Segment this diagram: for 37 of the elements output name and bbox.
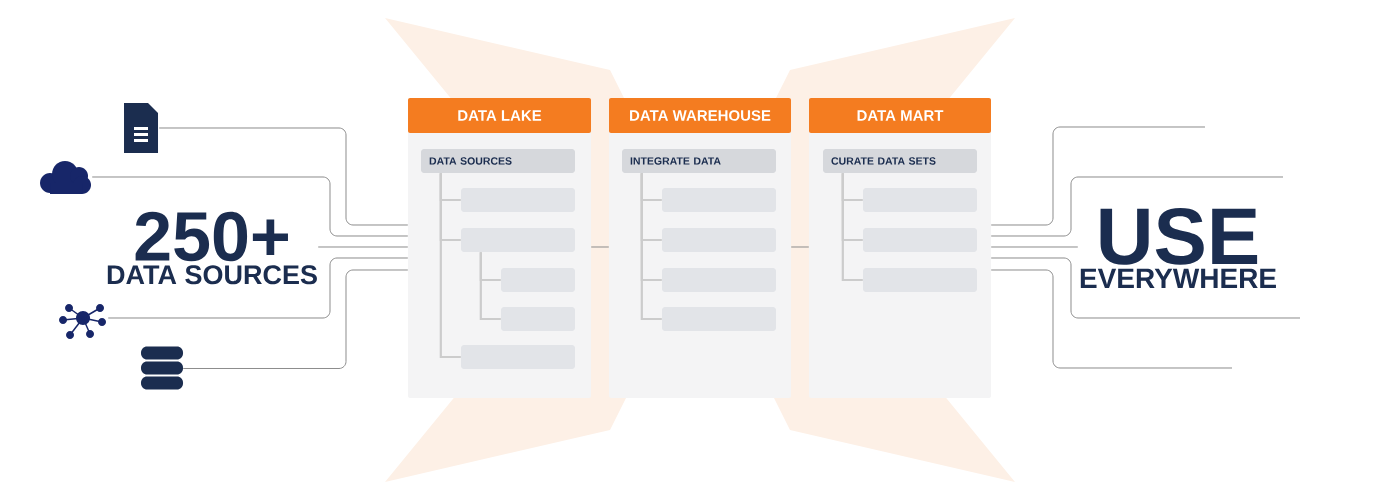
placeholder-bar — [863, 268, 977, 292]
connector-line — [990, 176, 1284, 237]
connector-line — [990, 246, 1079, 248]
connector-line — [107, 257, 409, 319]
document-icon — [124, 103, 158, 153]
connector-line — [317, 246, 409, 248]
placeholder-bar — [863, 228, 977, 252]
connector-line — [158, 127, 409, 226]
tree-connector — [841, 173, 863, 282]
network-icon — [59, 304, 106, 339]
connector-line — [790, 246, 810, 248]
connector-line — [590, 246, 610, 248]
placeholder-bar — [461, 188, 575, 212]
cloud-icon — [40, 161, 91, 194]
tree-connector — [439, 173, 461, 359]
tree-connector — [640, 173, 662, 321]
headline-text: 250+ DATA SOURCES — [107, 211, 317, 285]
placeholder-bar — [662, 228, 776, 252]
connector-line — [990, 126, 1206, 226]
section-box: DATA SOURCES — [421, 149, 575, 173]
placeholder-bar — [863, 188, 977, 212]
connector-line — [91, 176, 409, 237]
connector-line — [182, 269, 409, 369]
placeholder-bar — [461, 228, 575, 252]
placeholder-bar — [501, 268, 575, 292]
headline-text: USE EVERYWHERE — [1080, 208, 1276, 288]
database-icon — [141, 346, 183, 390]
placeholder-bar — [662, 307, 776, 331]
placeholder-bar — [501, 307, 575, 331]
placeholder-bar — [662, 268, 776, 292]
connector-line — [990, 269, 1233, 369]
placeholder-bar — [662, 188, 776, 212]
section-box: INTEGRATE DATA — [622, 149, 776, 173]
section-box: CURATE DATA SETS — [823, 149, 977, 173]
tree-connector — [479, 252, 501, 321]
placeholder-bar — [461, 345, 575, 369]
connector-line — [990, 257, 1301, 319]
